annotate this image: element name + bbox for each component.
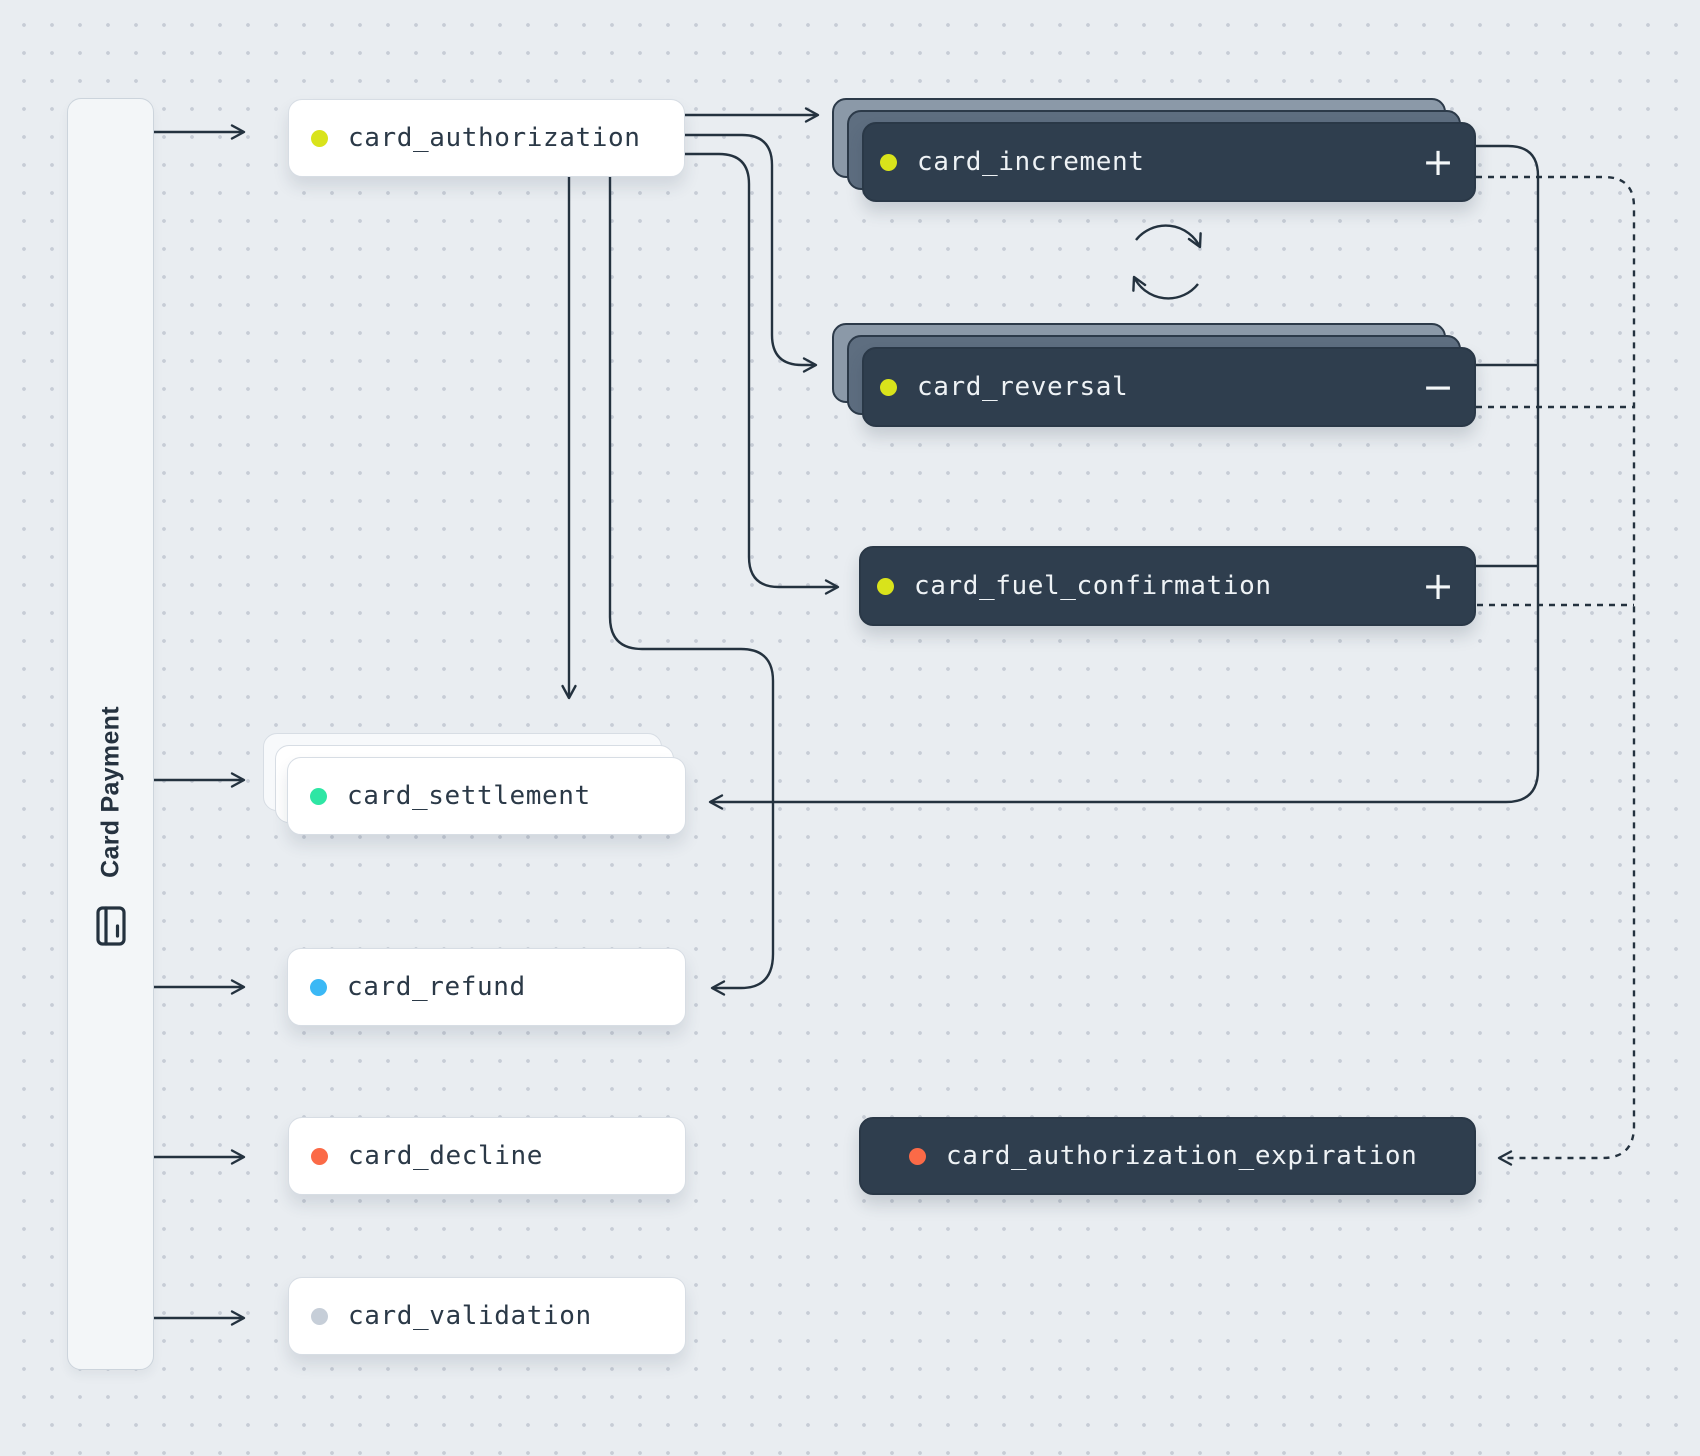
node-card-decline[interactable]: card_decline bbox=[288, 1117, 686, 1195]
event-dot bbox=[880, 378, 897, 396]
credit-card-icon bbox=[89, 904, 133, 952]
node-card-settlement[interactable]: card_settlement bbox=[287, 757, 686, 835]
node-card-authorization[interactable]: card_authorization bbox=[288, 99, 685, 177]
event-dot bbox=[909, 1147, 926, 1165]
node-label: card_refund bbox=[347, 972, 526, 1002]
node-card-reversal[interactable]: card_reversal − bbox=[862, 347, 1476, 427]
event-dot bbox=[310, 978, 327, 996]
node-label: card_reversal bbox=[917, 372, 1129, 402]
sidebar-card-payment[interactable]: Card Payment bbox=[67, 98, 154, 1370]
event-dot bbox=[877, 577, 894, 595]
plus-icon[interactable]: + bbox=[1422, 140, 1454, 184]
edge-authorization-refund bbox=[608, 177, 775, 996]
event-dot bbox=[880, 153, 897, 171]
edge-authorization-reversal bbox=[685, 133, 818, 373]
node-label: card_increment bbox=[917, 147, 1145, 177]
event-dot bbox=[311, 1147, 328, 1165]
loop-refresh-icon bbox=[1132, 224, 1202, 300]
edge-increment-expiration bbox=[1476, 175, 1636, 1166]
node-label: card_fuel_confirmation bbox=[914, 571, 1272, 601]
edge-authorization-fuel-confirmation bbox=[685, 152, 840, 595]
node-card-increment[interactable]: card_increment + bbox=[862, 122, 1476, 202]
event-dot bbox=[310, 787, 327, 805]
edge-increment-settlement bbox=[708, 144, 1540, 810]
node-label: card_settlement bbox=[347, 781, 591, 811]
node-label: card_authorization bbox=[348, 123, 641, 153]
node-label: card_decline bbox=[348, 1141, 544, 1171]
plus-icon[interactable]: + bbox=[1422, 564, 1454, 608]
node-card-fuel-confirmation[interactable]: card_fuel_confirmation + bbox=[859, 546, 1476, 626]
node-card-validation[interactable]: card_validation bbox=[288, 1277, 686, 1355]
node-card-authorization-expiration[interactable]: card_authorization_expiration bbox=[859, 1117, 1476, 1195]
event-dot bbox=[311, 129, 328, 147]
event-dot bbox=[311, 1307, 328, 1325]
node-label: card_validation bbox=[348, 1301, 592, 1331]
sidebar-title: Card Payment bbox=[96, 706, 124, 878]
node-label: card_authorization_expiration bbox=[946, 1141, 1418, 1171]
minus-icon[interactable]: − bbox=[1422, 365, 1454, 409]
node-card-refund[interactable]: card_refund bbox=[287, 948, 686, 1026]
